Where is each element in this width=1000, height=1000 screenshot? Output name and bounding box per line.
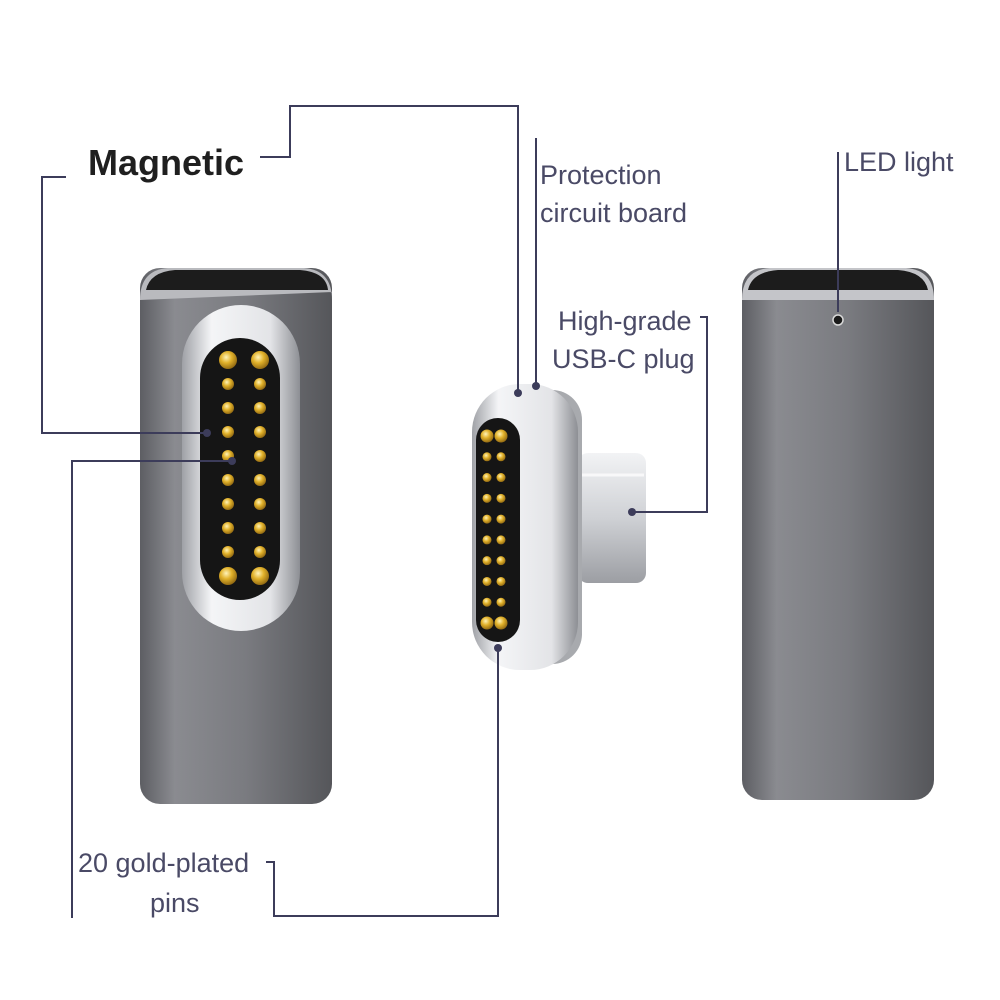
gold-pin (222, 378, 234, 390)
label-led: LED light (844, 147, 954, 177)
label-protection-line2: circuit board (540, 198, 688, 228)
gold-pin (496, 452, 506, 462)
plug-pin-array (480, 429, 508, 630)
callout-pins-left (71, 460, 232, 918)
gold-pin (482, 535, 492, 545)
gold-pin (496, 473, 506, 483)
gold-pin (254, 426, 266, 438)
gold-pin (496, 556, 506, 566)
gold-pin (254, 450, 266, 462)
gold-pin (222, 474, 234, 486)
callout-usb-c (632, 316, 708, 513)
label-usbc-line1: High-grade (558, 306, 692, 336)
back-body (742, 268, 934, 800)
label-usbc-line2: USB-C plug (552, 344, 695, 374)
gold-pin (482, 452, 492, 462)
callout-lines (41, 105, 839, 918)
usb-c-plug (578, 453, 646, 583)
gold-pin (482, 576, 492, 586)
gold-pin (496, 597, 506, 607)
gold-pin (254, 546, 266, 558)
gold-pin (254, 474, 266, 486)
magnetic-plug (472, 384, 646, 670)
gold-pin (482, 473, 492, 483)
gold-pin (496, 514, 506, 524)
gold-pin (251, 351, 269, 369)
gold-pin (222, 546, 234, 558)
gold-pin (254, 498, 266, 510)
gold-pin (496, 493, 506, 503)
led-indicator (832, 314, 844, 326)
label-magnetic: Magnetic (88, 142, 245, 183)
gold-pin (494, 429, 508, 443)
label-pins-line2: pins (150, 888, 200, 918)
label-pins-line1: 20 gold-plated (78, 848, 250, 878)
gold-pin (222, 522, 234, 534)
gold-pin (496, 576, 506, 586)
gold-pin (482, 556, 492, 566)
gold-pin (496, 535, 506, 545)
female-adapter (140, 268, 332, 804)
callout-magnetic-right (260, 105, 519, 393)
gold-pin (482, 597, 492, 607)
gold-pin (480, 616, 494, 630)
gold-pin (251, 567, 269, 585)
plug-pin-insert (476, 418, 520, 642)
callout-magnetic-left (41, 176, 207, 434)
gold-pin (254, 378, 266, 390)
callout-pins-right (266, 648, 499, 917)
label-protection-line1: Protection (540, 160, 662, 190)
gold-pin (219, 351, 237, 369)
gold-pin (482, 493, 492, 503)
gold-pin (254, 522, 266, 534)
gold-pin (222, 426, 234, 438)
gold-pin (482, 514, 492, 524)
gold-pin (222, 498, 234, 510)
adapter-pin-insert (200, 338, 280, 600)
adapter-top-cap (146, 270, 328, 290)
gold-pin (254, 402, 266, 414)
gold-pin (494, 616, 508, 630)
adapter-back-view (742, 268, 934, 800)
gold-pin (480, 429, 494, 443)
adapter-pin-array (219, 351, 269, 585)
gold-pin (219, 567, 237, 585)
gold-pin (222, 402, 234, 414)
